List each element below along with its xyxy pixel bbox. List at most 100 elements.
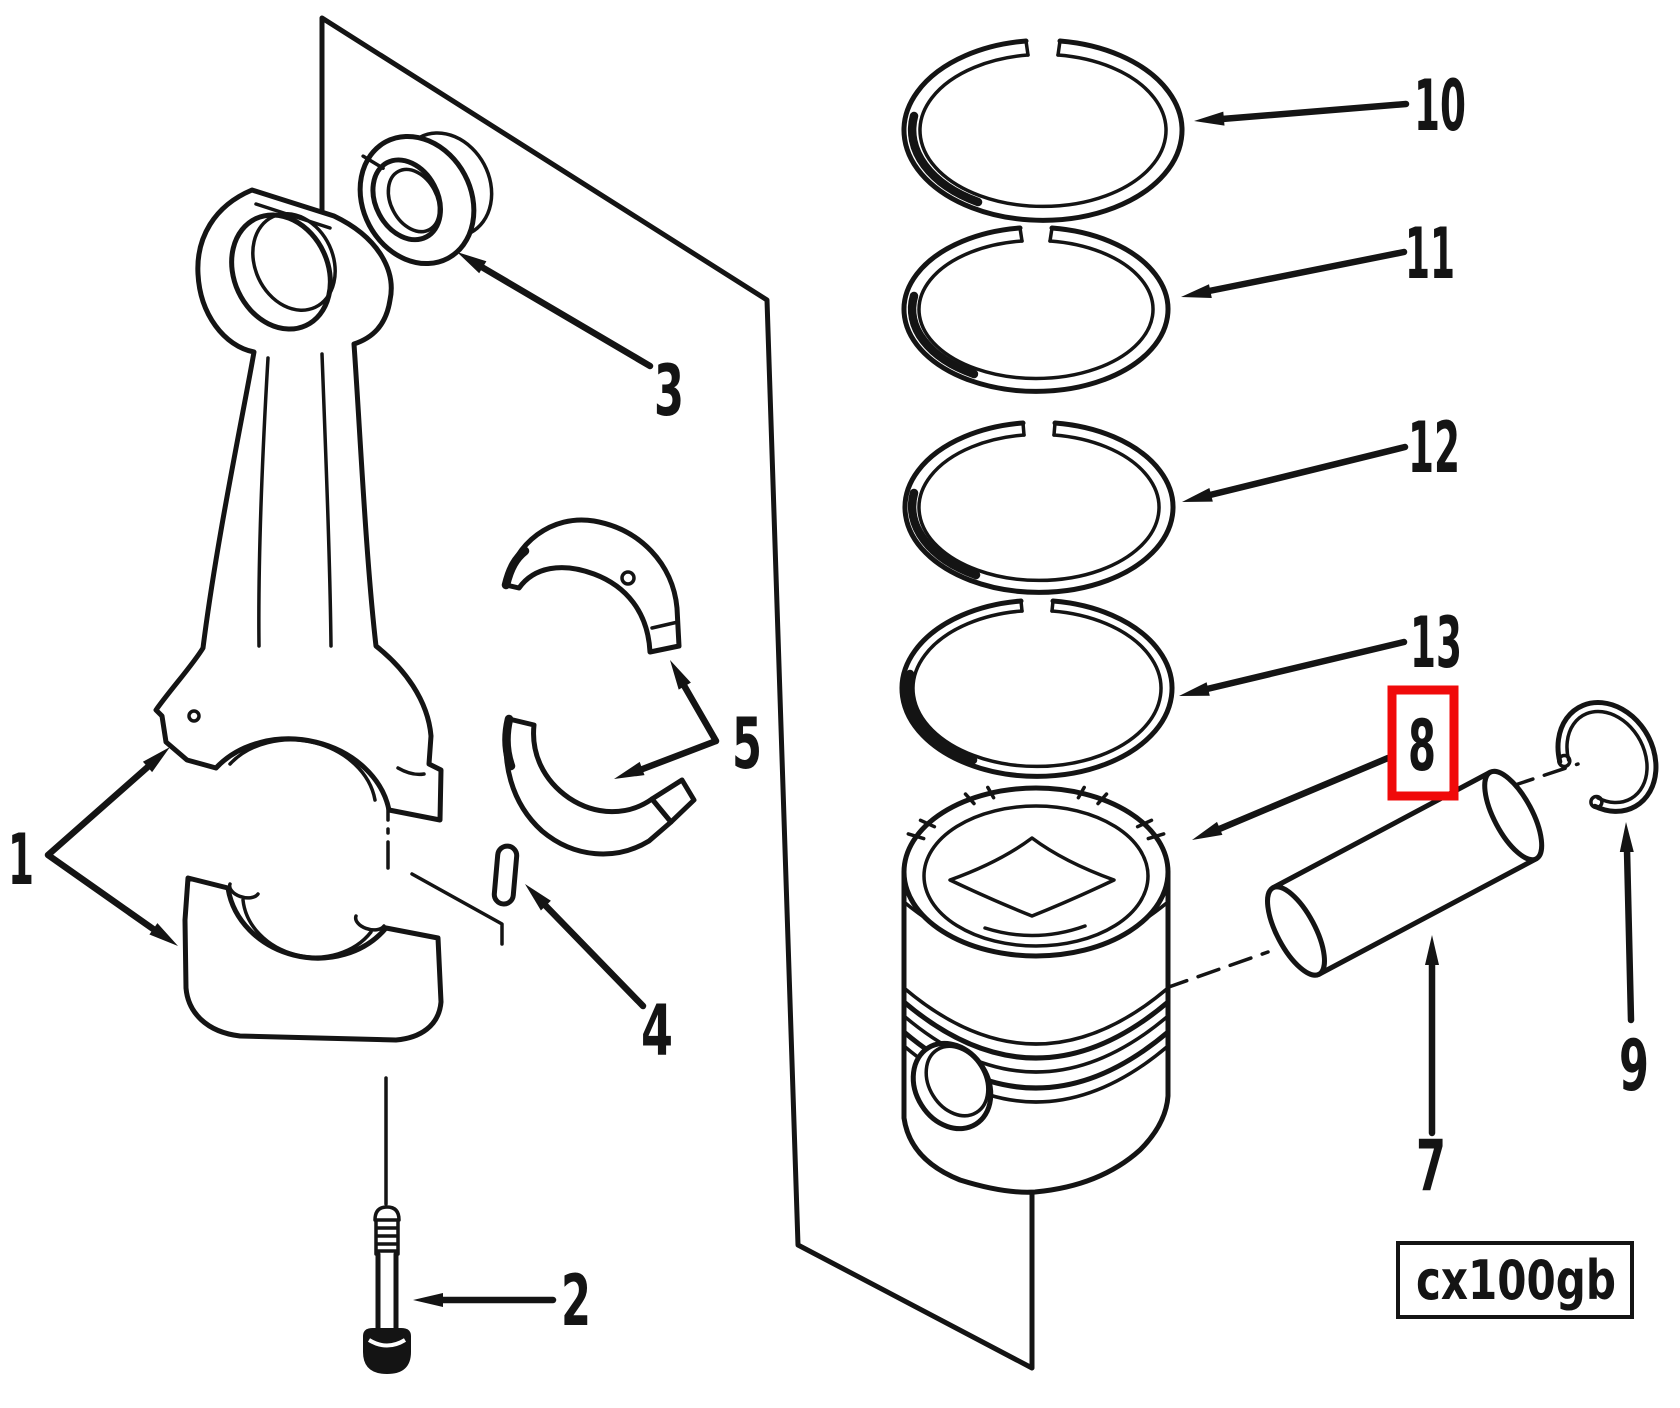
callout-8-label: 8: [1408, 705, 1436, 787]
clip-eye-hole-2: [1589, 794, 1604, 810]
ring13-inner: [911, 609, 1163, 769]
upper-shell-oil-hole: [620, 570, 636, 586]
piston-crown-rim: [901, 785, 1171, 959]
lower-shell-end-tab: [649, 777, 697, 825]
clip-eye-hole-1: [1557, 753, 1572, 769]
callout-11-arrowhead: [1181, 284, 1212, 298]
callout-arrows: [44, 100, 1635, 1307]
rod-bolt: [363, 1205, 411, 1374]
dowel-pin: [491, 843, 520, 907]
piston-pin-bore-depth: [924, 1044, 990, 1118]
callout-3-arrow-line: [476, 262, 654, 370]
ibeam-right-web-line: [320, 352, 333, 648]
piston-crown-castellations: [906, 785, 1166, 841]
piston-crown-inner-rim: [922, 804, 1150, 948]
callout-5-arrow-lines: [636, 678, 720, 774]
callout-13-arrowhead: [1179, 682, 1210, 696]
ring10-shading: [907, 111, 983, 207]
piston-ring-10: [901, 38, 1185, 223]
connecting-rod: [153, 187, 444, 823]
rod-cap: [182, 872, 504, 1043]
ring11-inner: [917, 239, 1155, 381]
plate-border: [1396, 1241, 1634, 1319]
clip-inner-arc: [1565, 709, 1649, 805]
callout-9-label: 9: [1619, 1025, 1649, 1107]
bushing-bore-depth: [386, 167, 442, 234]
callout-8-arrow-line: [1213, 754, 1392, 834]
piston-ring-12: [902, 420, 1176, 595]
pin-axis-dashed-right: [1510, 762, 1580, 788]
bolt-head-highlight: [367, 1338, 407, 1348]
callout-12-arrowhead: [1182, 488, 1213, 502]
lower-bearing-shell: [502, 714, 697, 857]
ring11-shading: [907, 291, 979, 379]
piston-ring-13: [899, 598, 1175, 779]
pin-end-right: [1482, 768, 1545, 863]
ring12-shading: [907, 488, 981, 580]
pin-axis-dashed-left: [1164, 950, 1270, 990]
piston-bowl-smile-arc: [983, 924, 1087, 938]
callout-4-arrow-line: [539, 899, 647, 1010]
callout-10-arrowhead: [1194, 111, 1225, 126]
piston-groove-1: [902, 986, 1170, 1046]
small-end-flat-line: [254, 202, 332, 230]
callout-12-arrow-line: [1206, 443, 1409, 499]
ring10-gap-ends: [1024, 39, 1062, 57]
cap-rear-edge: [410, 872, 504, 946]
ring12-gap-ends: [1021, 421, 1057, 437]
ring11-outer: [901, 225, 1171, 394]
ring12-outer: [902, 420, 1176, 595]
small-end-bushing: [357, 131, 494, 267]
callout-5-arrowhead-up: [670, 660, 691, 690]
big-end-seat-inner-arc: [228, 738, 377, 802]
ring12-inner: [917, 433, 1161, 583]
callout-10-label: 10: [1414, 65, 1466, 147]
callout-2-label: 2: [561, 1260, 591, 1342]
callout-9-arrow-line: [1623, 846, 1635, 1024]
callout-3-arrowhead: [457, 252, 487, 274]
callout-11-label: 11: [1405, 213, 1455, 295]
pin-body-fill: [1272, 772, 1537, 975]
exploded-plane-outline: [319, 15, 1035, 1371]
bushing-split-line: [361, 154, 385, 170]
callout-3-label: 3: [654, 350, 684, 432]
callout-12-label: 12: [1408, 407, 1460, 489]
ring10-inner: [918, 53, 1168, 209]
ring10-outer: [901, 38, 1185, 223]
rod-shoulder-detail: [396, 766, 426, 777]
bolt-tip-dome: [373, 1205, 401, 1222]
callout-5-arrowhead-left: [614, 761, 645, 779]
callout-11-arrow-line: [1205, 248, 1408, 295]
piston-groove-3: [902, 1014, 1170, 1074]
clip-outer-arc: [1555, 699, 1659, 814]
ring13-outer: [899, 598, 1175, 779]
piston: [901, 785, 1171, 1195]
bushing-depth-arc: [418, 131, 494, 235]
plane-edge-line: [319, 15, 1035, 1371]
piston-bowl-diamond: [948, 836, 1116, 918]
bolt-shank: [375, 1251, 399, 1335]
callout-1-arrowhead-up: [142, 747, 170, 773]
bolt-head: [363, 1328, 411, 1374]
cap-outline: [182, 875, 444, 1043]
upper-shell-end-line: [650, 620, 680, 630]
callout-7-label: 7: [1416, 1125, 1446, 1207]
upper-bearing-shell: [501, 517, 682, 655]
ring13-shading: [903, 669, 978, 765]
ring11-gap-ends: [1018, 226, 1054, 243]
small-end-bore-depth: [251, 212, 337, 312]
upper-shell-tip: [501, 546, 530, 590]
piston-groove-2: [901, 999, 1171, 1061]
callout-13-arrow-line: [1203, 638, 1408, 693]
lower-shell-body: [503, 716, 674, 857]
bolt-threads: [374, 1218, 400, 1256]
upper-shell-body: [503, 517, 682, 655]
ibeam-left-web-line: [257, 356, 270, 648]
ring13-gap-ends: [1019, 599, 1055, 613]
callout-4-arrowhead: [525, 884, 551, 911]
callout-13-label: 13: [1410, 602, 1462, 684]
pin-retainer-clip: [1555, 699, 1659, 814]
cap-bolt-notch-left: [227, 882, 260, 900]
callout-labels: 1 2 3 4 5 7 8 9 10 11 12 13: [8, 65, 1649, 1342]
